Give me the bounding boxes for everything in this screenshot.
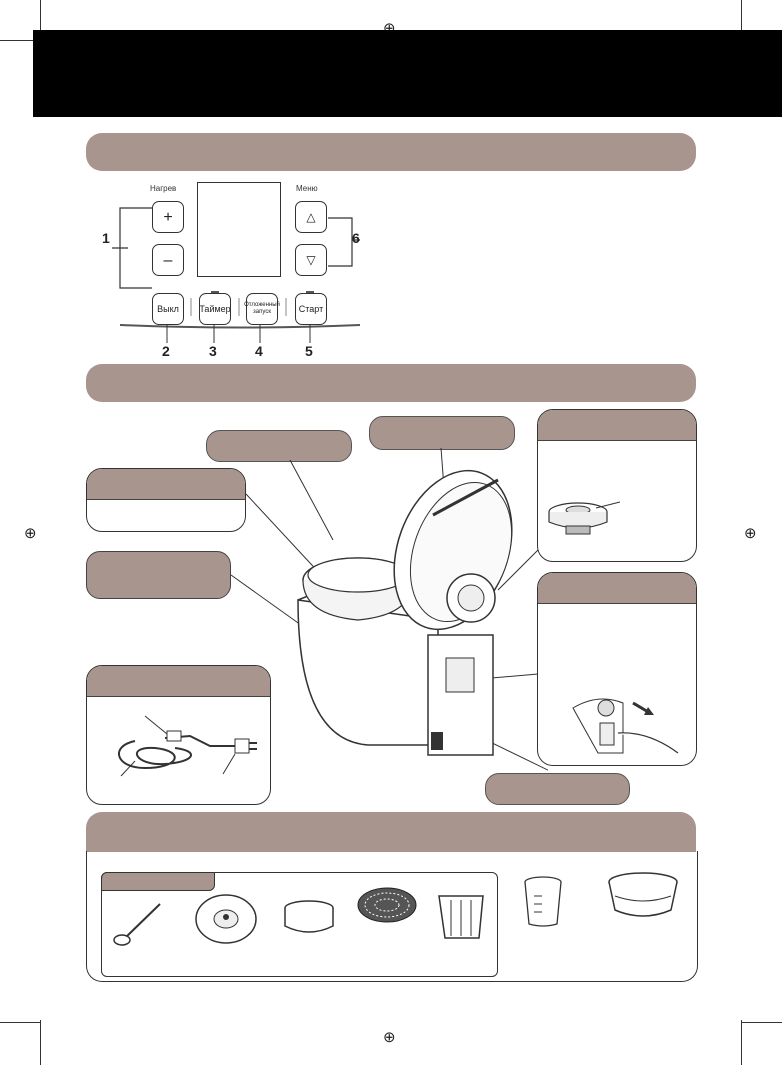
label-pill-lid [369, 416, 515, 450]
crop-mark [0, 40, 40, 41]
crop-mark [742, 1022, 782, 1023]
label-pill-inner-pot [206, 430, 352, 462]
accessories-section-header [86, 812, 696, 852]
inner-bowl-icon [608, 872, 678, 917]
multicooker-illustration [230, 447, 548, 771]
registration-mark: ⊕ [383, 1029, 396, 1046]
steam-plate-icon [195, 894, 257, 944]
timer-button[interactable]: Таймер [199, 293, 231, 325]
callout-5: 5 [305, 343, 313, 359]
callout-card-handle [86, 551, 231, 599]
heat-label: Нагрев [150, 184, 177, 193]
off-button[interactable]: Выкл [152, 293, 184, 325]
card-header [538, 410, 696, 441]
crop-mark [741, 0, 742, 48]
plus-button[interactable]: + [152, 201, 184, 233]
callout-1: 1 [102, 230, 110, 246]
start-indicator-led [306, 291, 314, 294]
callout-6: 6 [352, 230, 360, 246]
display-screen [197, 182, 281, 277]
condensate-removal-illustration [572, 698, 679, 754]
card-header [87, 469, 245, 500]
steam-valve-illustration [548, 501, 621, 535]
callout-4: 4 [255, 343, 263, 359]
parts-section-header [86, 364, 696, 402]
crop-mark [40, 1020, 41, 1065]
callout-3: 3 [209, 343, 217, 359]
registration-mark: ⊕ [24, 525, 37, 542]
callout-card-condensate [537, 572, 697, 766]
callout-card-rim [86, 468, 246, 532]
callout-2: 2 [162, 343, 170, 359]
delayed-start-button[interactable]: Отложенный запуск [244, 293, 280, 325]
minus-button[interactable]: – [152, 244, 184, 276]
up-button[interactable]: △ [295, 201, 327, 233]
control-panel-section-header [86, 133, 696, 171]
timer-indicator-led [211, 291, 219, 294]
accessory-group-box [101, 872, 498, 977]
crop-mark [741, 1020, 742, 1065]
accessory-group-tab [101, 872, 215, 891]
power-cord-illustration [118, 715, 257, 777]
accessories-panel [86, 851, 698, 982]
frying-basket-icon [438, 895, 484, 939]
ladle-icon [113, 903, 161, 946]
label-pill-body [485, 773, 630, 805]
registration-mark: ⊕ [744, 525, 757, 542]
steam-rack-icon [357, 887, 417, 923]
callout-card-steam-valve [537, 409, 697, 562]
down-button[interactable]: ▽ [295, 244, 327, 276]
crop-mark [0, 1022, 40, 1023]
measuring-cup-icon [524, 876, 562, 927]
callout-card-power-cord [86, 665, 271, 805]
measuring-bowl-icon [284, 900, 334, 933]
title-banner [33, 30, 782, 117]
crop-mark [40, 0, 41, 48]
panel-lines [112, 207, 361, 343]
start-button[interactable]: Старт [295, 293, 327, 325]
card-header [538, 573, 696, 604]
menu-label: Меню [296, 184, 318, 193]
card-header [87, 666, 270, 697]
